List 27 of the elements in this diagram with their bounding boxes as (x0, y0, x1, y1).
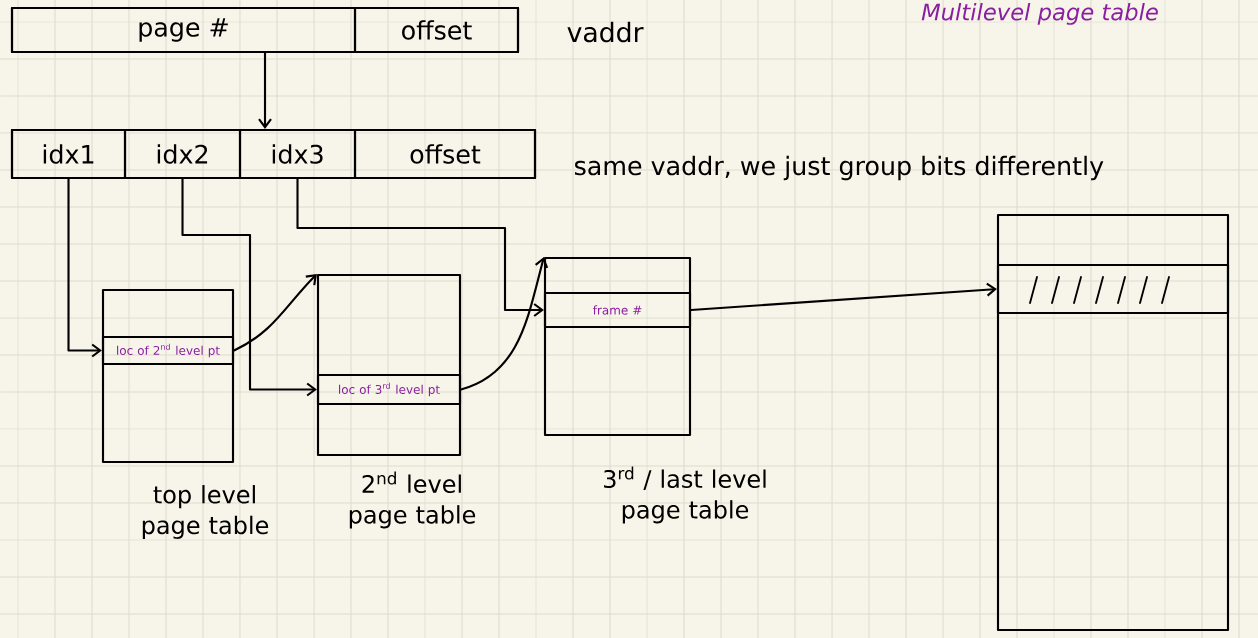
page-table (543, 256, 692, 437)
hatched-frame (996, 263, 1230, 315)
page-title: Multilevel page table (921, 2, 1158, 25)
table-entry: loc of 2$^{nd}$ level pt (101, 335, 235, 366)
arrow (258, 52, 272, 129)
caption-text: top level page table (142, 485, 269, 539)
table-entry: frame # (543, 291, 692, 329)
physical-memory (996, 213, 1230, 632)
caption-text: vaddr (567, 21, 644, 43)
table-entry: loc of 3$^{rd}$ level pt (316, 373, 462, 406)
page-table (316, 273, 462, 457)
bit-field-cell: offset (353, 128, 537, 180)
arrow (296, 178, 544, 317)
arrow (460, 256, 549, 391)
bit-field-cell: idx2 (123, 128, 242, 180)
page-table (101, 288, 235, 464)
arrow (233, 273, 317, 352)
bit-field-cell: offset (353, 6, 520, 54)
caption-text: same vaddr, we just group bits differently (575, 155, 1104, 181)
caption-text: 3$^{rd}$ / last level page table (604, 466, 766, 524)
bit-field-cell: idx3 (238, 128, 357, 180)
bit-field-cell: page # (10, 6, 357, 54)
caption-text: 2$^{nd}$ level page table (349, 471, 476, 529)
arrow (690, 282, 997, 312)
arrow (181, 178, 317, 397)
bit-field-cell: idx1 (10, 128, 127, 180)
arrow (67, 178, 102, 358)
